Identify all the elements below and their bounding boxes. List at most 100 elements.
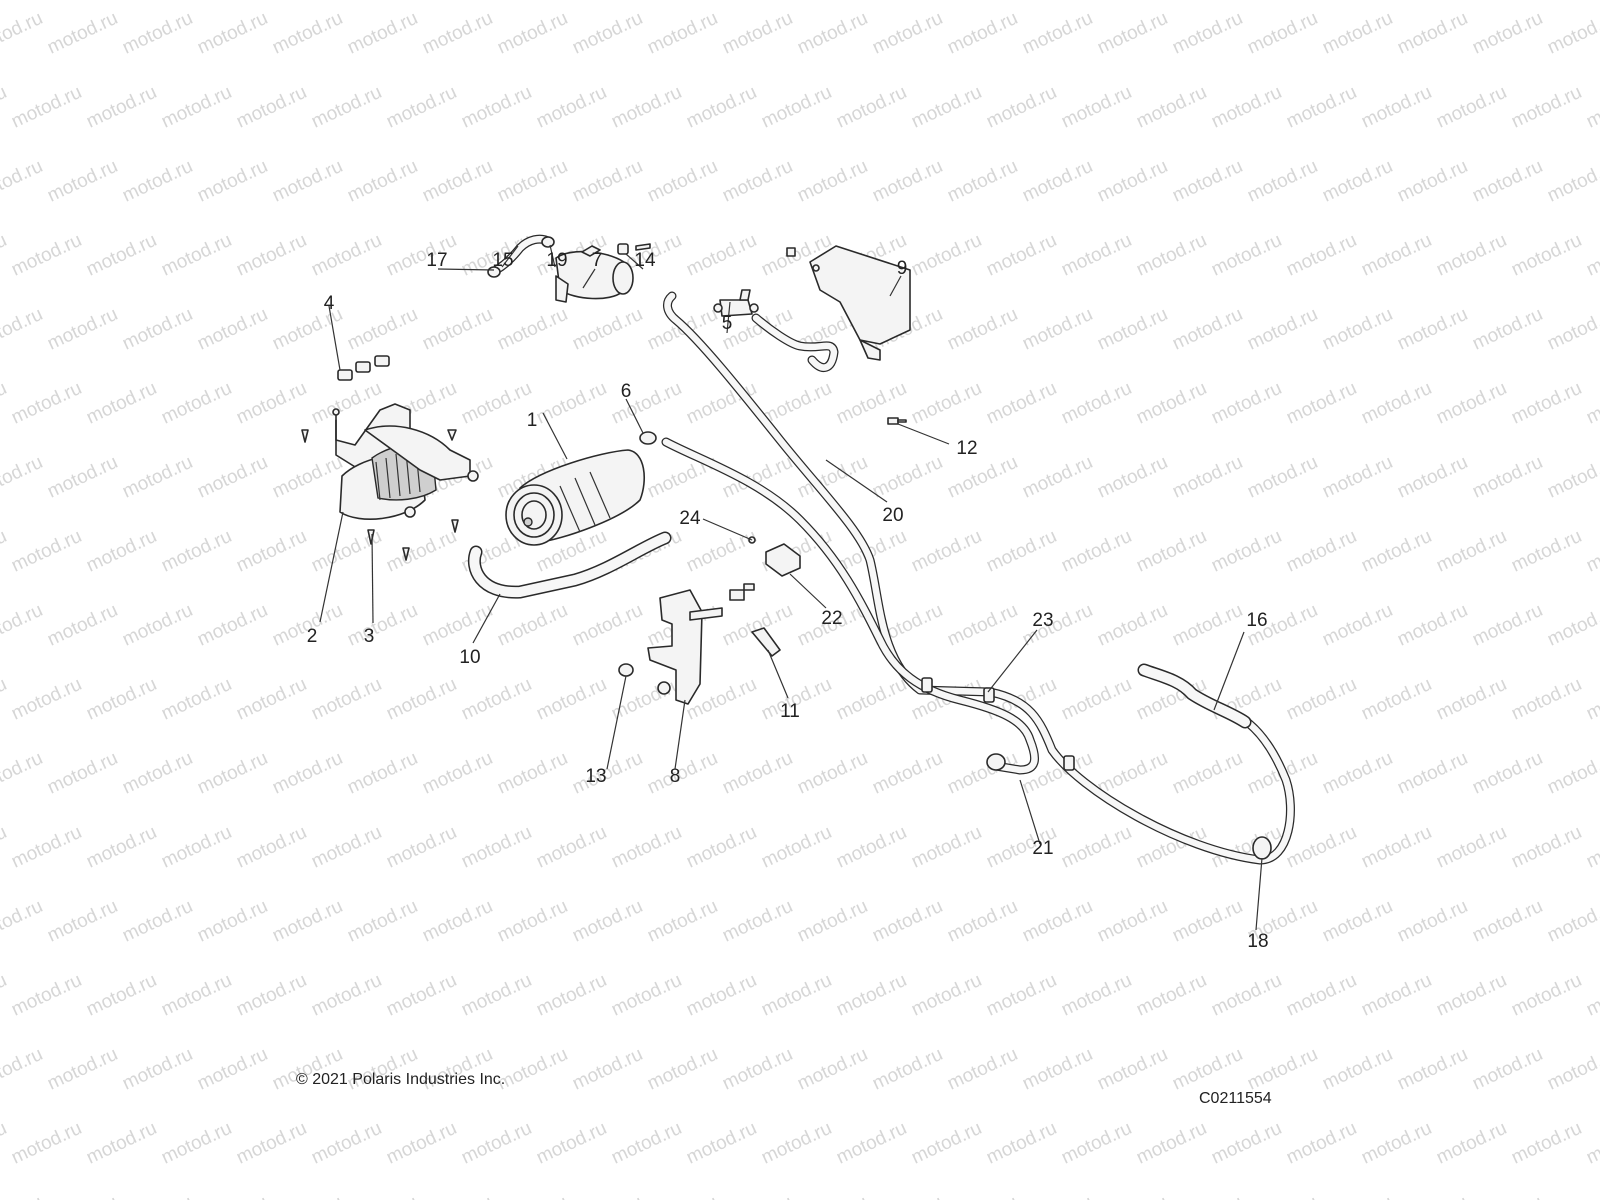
watermark-text: motod.ru xyxy=(1094,1044,1171,1095)
watermark-text: motod.ru xyxy=(833,1118,910,1169)
watermark-text: motod.ru xyxy=(1019,1044,1096,1095)
watermark-text: motod.ru xyxy=(869,8,946,59)
watermark-text: motod.ru xyxy=(494,896,571,947)
watermark-text: motod.ru xyxy=(8,230,85,281)
callout-1: 1 xyxy=(527,410,538,431)
watermark-text: motod.ru xyxy=(869,896,946,947)
watermark-text: motod.ru xyxy=(1583,378,1600,429)
watermark-text: motod.ru xyxy=(83,1118,160,1169)
watermark-text: motod.ru xyxy=(194,600,271,651)
watermark-text: motod.ru xyxy=(794,748,871,799)
watermark-text: motod.ru xyxy=(1469,1044,1546,1095)
watermark-text: motod.ru xyxy=(344,600,421,651)
watermark-text: motod.ru xyxy=(683,822,760,873)
part-22-clip xyxy=(765,543,801,577)
watermark-text: motod.ru xyxy=(0,896,46,947)
part-23-clips xyxy=(921,677,1075,771)
watermark-text: motod.ru xyxy=(1544,452,1600,503)
watermark-text: motod.ru xyxy=(419,1192,496,1200)
watermark-text: motod.ru xyxy=(1394,748,1471,799)
watermark-text: motod.ru xyxy=(0,8,46,59)
watermark-text: motod.ru xyxy=(983,970,1060,1021)
watermark-text: motod.ru xyxy=(1058,230,1135,281)
watermark-text: motod.ru xyxy=(1019,896,1096,947)
watermark-text: motod.ru xyxy=(233,230,310,281)
callout-10: 10 xyxy=(459,647,480,668)
watermark-text: motod.ru xyxy=(0,1044,46,1095)
watermark-text: motod.ru xyxy=(1019,1192,1096,1200)
part-14-bolt xyxy=(617,243,651,255)
watermark-text: motod.ru xyxy=(44,1192,121,1200)
watermark-text: motod.ru xyxy=(1433,822,1510,873)
watermark-text: motod.ru xyxy=(908,1118,985,1169)
watermark-text: motod.ru xyxy=(233,378,310,429)
watermark-text: motod.ru xyxy=(1169,1044,1246,1095)
watermark-text: motod.ru xyxy=(158,822,235,873)
watermark-text: motod.ru xyxy=(119,896,196,947)
part-21-fitting xyxy=(986,753,1006,771)
watermark-text: motod.ru xyxy=(158,82,235,133)
main-vent-lines xyxy=(661,291,1295,865)
watermark-text: motod.ru xyxy=(1469,896,1546,947)
watermark-text: motod.ru xyxy=(794,8,871,59)
watermark-text: motod.ru xyxy=(1208,378,1285,429)
watermark-text: motod.ru xyxy=(419,156,496,207)
watermark-text: motod.ru xyxy=(1019,452,1096,503)
watermark-text: motod.ru xyxy=(1433,1118,1510,1169)
watermark-text: motod.ru xyxy=(1283,378,1360,429)
watermark-text: motod.ru xyxy=(0,600,46,651)
watermark-text: motod.ru xyxy=(83,526,160,577)
watermark-text: motod.ru xyxy=(683,970,760,1021)
watermark-text: motod.ru xyxy=(233,82,310,133)
watermark-text: motod.ru xyxy=(1433,674,1510,725)
watermark-text: motod.ru xyxy=(0,970,10,1021)
watermark-text: motod.ru xyxy=(719,8,796,59)
watermark-text: motod.ru xyxy=(758,1118,835,1169)
watermark-text: motod.ru xyxy=(569,156,646,207)
part-16-hose xyxy=(1137,663,1252,729)
watermark-text: motod.ru xyxy=(1169,748,1246,799)
watermark-text: motod.ru xyxy=(308,822,385,873)
watermark-text: motod.ru xyxy=(1283,1118,1360,1169)
watermark-text: motod.ru xyxy=(1394,8,1471,59)
part-11-bolt xyxy=(729,583,781,657)
watermark-text: motod.ru xyxy=(0,1118,10,1169)
callout-5: 5 xyxy=(722,313,733,334)
watermark-text: motod.ru xyxy=(1244,452,1321,503)
watermark-text: motod.ru xyxy=(1319,452,1396,503)
watermark-text: motod.ru xyxy=(344,896,421,947)
watermark-text: motod.ru xyxy=(158,674,235,725)
watermark-text: motod.ru xyxy=(944,1192,1021,1200)
watermark-text: motod.ru xyxy=(1358,970,1435,1021)
watermark-text: motod.ru xyxy=(1169,156,1246,207)
watermark-text: motod.ru xyxy=(44,452,121,503)
watermark-text: motod.ru xyxy=(1019,600,1096,651)
watermark-text: motod.ru xyxy=(344,304,421,355)
watermark-text: motod.ru xyxy=(1433,230,1510,281)
watermark-text: motod.ru xyxy=(833,674,910,725)
watermark-text: motod.ru xyxy=(533,970,610,1021)
watermark-text: motod.ru xyxy=(1283,970,1360,1021)
watermark-text: motod.ru xyxy=(1508,1118,1585,1169)
callout-leaders xyxy=(319,244,1263,931)
watermark-text: motod.ru xyxy=(308,674,385,725)
watermark-text: motod.ru xyxy=(569,1192,646,1200)
watermark-text: motod.ru xyxy=(44,1044,121,1095)
watermark-text: motod.ru xyxy=(383,970,460,1021)
watermark-text: motod.ru xyxy=(908,526,985,577)
watermark-text: motod.ru xyxy=(1319,8,1396,59)
watermark-text: motod.ru xyxy=(0,526,10,577)
watermark-text: motod.ru xyxy=(1319,304,1396,355)
watermark-text: motod.ru xyxy=(569,896,646,947)
watermark-text: motod.ru xyxy=(0,156,46,207)
watermark-text: motod.ru xyxy=(458,970,535,1021)
watermark-text: motod.ru xyxy=(644,896,721,947)
watermark-text: motod.ru xyxy=(1208,1118,1285,1169)
watermark-text: motod.ru xyxy=(1358,674,1435,725)
watermark-text: motod.ru xyxy=(1508,970,1585,1021)
watermark-text: motod.ru xyxy=(158,526,235,577)
watermark-text: motod.ru xyxy=(908,82,985,133)
watermark-text: motod.ru xyxy=(944,8,1021,59)
watermark-text: motod.ru xyxy=(1169,8,1246,59)
